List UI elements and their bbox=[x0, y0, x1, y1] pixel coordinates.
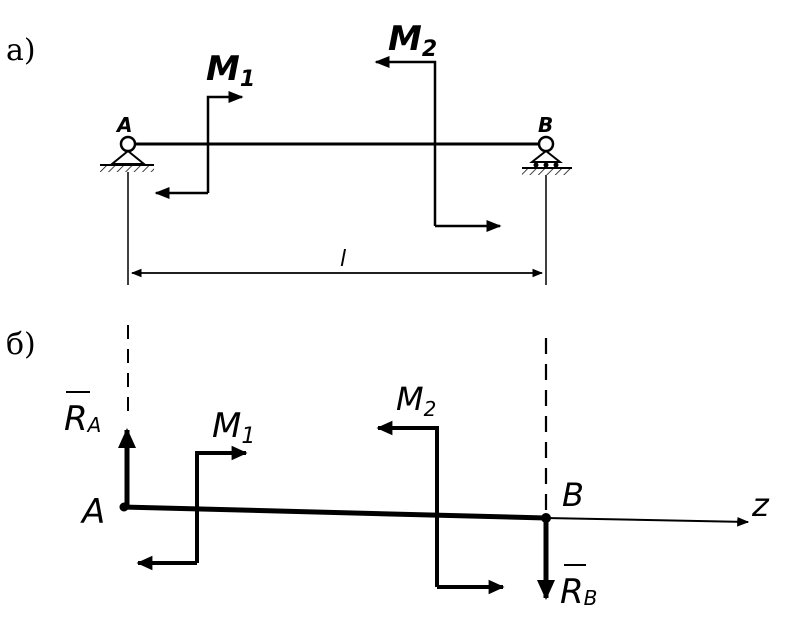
svg-text:RB: RB bbox=[560, 572, 597, 612]
reaction-ra-label: RA bbox=[64, 391, 101, 439]
part-b-label: б) bbox=[6, 327, 36, 362]
support-b-label: B bbox=[538, 113, 553, 137]
beam-b bbox=[123, 504, 547, 521]
point-b-dot bbox=[541, 513, 551, 523]
z-axis bbox=[545, 516, 750, 527]
moment-m1-b bbox=[136, 445, 248, 571]
moment-m2-a-label: M2 bbox=[388, 19, 437, 62]
point-a-label: A bbox=[80, 492, 105, 532]
moment-m2-a bbox=[374, 56, 502, 232]
moment-m1-b-label: M1 bbox=[212, 406, 255, 449]
moment-m1-a-label: M1 bbox=[206, 49, 255, 92]
span-label: l bbox=[340, 247, 346, 272]
support-a-label: A bbox=[115, 113, 132, 137]
moment-m2-b bbox=[376, 420, 505, 595]
moment-m2-b-label: M2 bbox=[396, 380, 436, 421]
z-axis-label: z bbox=[751, 486, 770, 524]
moment-m1-a bbox=[154, 91, 244, 199]
span-dimension bbox=[127, 172, 547, 285]
point-b-label: B bbox=[562, 476, 584, 514]
svg-text:RA: RA bbox=[64, 399, 101, 439]
roller-support-b bbox=[522, 135, 572, 175]
part-a-label: а) bbox=[6, 33, 36, 68]
pin-support-a bbox=[100, 135, 154, 172]
reaction-rb-label: RB bbox=[560, 564, 597, 612]
